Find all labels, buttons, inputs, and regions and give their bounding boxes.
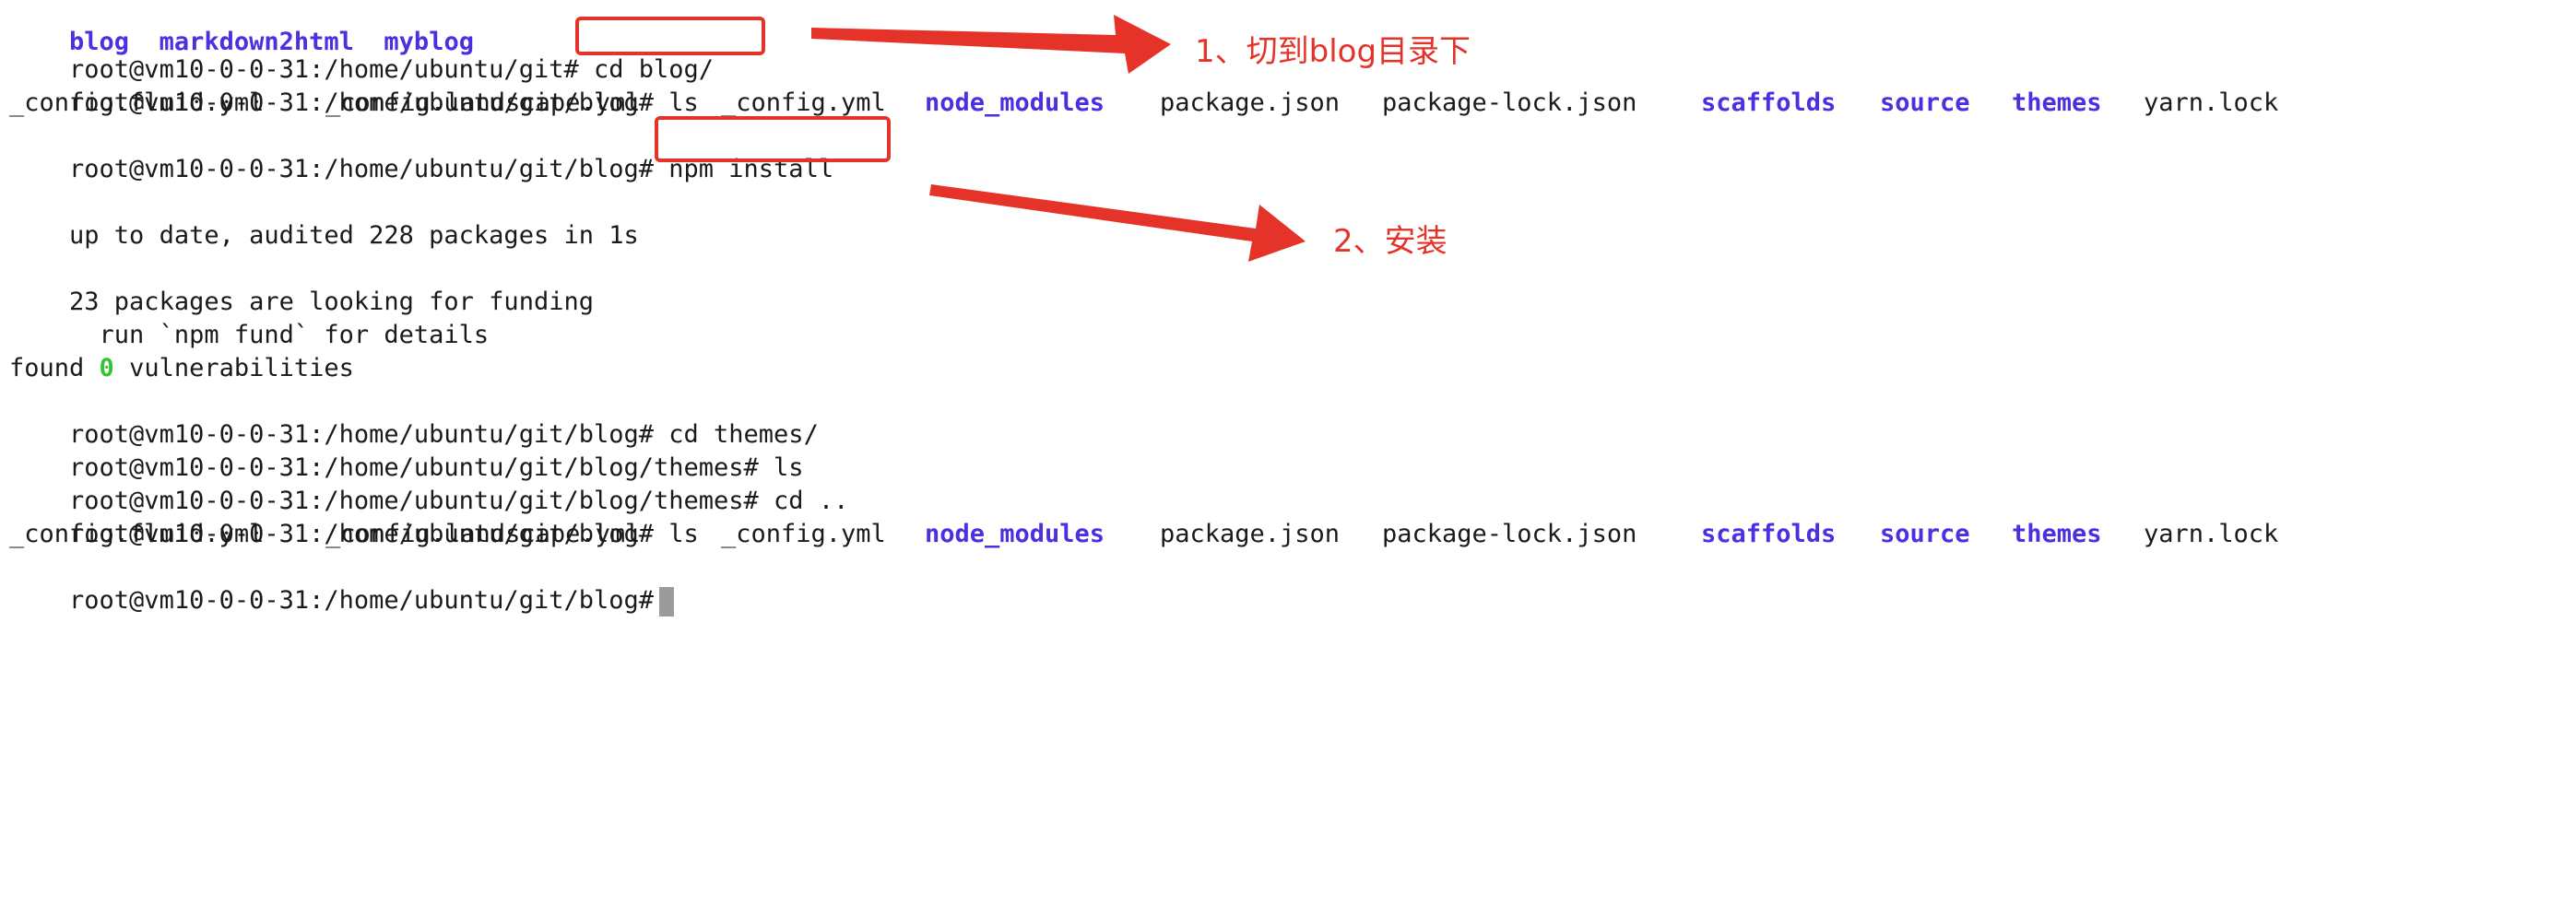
file-entry: _config.yml <box>721 88 886 117</box>
output-text: run `npm fund` for details <box>69 321 490 349</box>
dir-entry-myblog: myblog <box>384 28 474 56</box>
command-text: ls <box>668 520 699 548</box>
file-entry: yarn.lock <box>2144 88 2279 117</box>
dir-entry: themes <box>2012 88 2102 117</box>
file-entry: package-lock.json <box>1382 88 1637 117</box>
output-text: up to date, audited 228 packages in 1s <box>69 221 639 250</box>
prompt: root@vm10-0-0-31:/home/ubuntu/git/blog/t… <box>69 453 759 482</box>
file-entry: package.json <box>1160 520 1341 548</box>
file-entry: package.json <box>1160 88 1341 117</box>
dir-entry: node_modules <box>925 520 1105 548</box>
highlight-box-cd-blog <box>575 17 765 55</box>
terminal-line-ls-output-1: _config.fluid.yml _config.landscape.yml … <box>9 87 2314 120</box>
terminal-line-cd-up: root@vm10-0-0-31:/home/ubuntu/git/blog/t… <box>9 452 848 515</box>
prompt: root@vm10-0-0-31:/home/ubuntu/git/blog# <box>69 155 654 183</box>
prompt: root@vm10-0-0-31:/home/ubuntu/git/blog# <box>69 520 654 548</box>
prompt: root@vm10-0-0-31:/home/ubuntu/git/blog# <box>69 420 654 449</box>
command-text: ls <box>774 453 804 482</box>
arrow-step1-icon <box>811 15 1171 74</box>
dir-entry: node_modules <box>925 88 1105 117</box>
prompt: root@vm10-0-0-31:/home/ubuntu/git/blog# <box>69 88 654 117</box>
command-text: cd themes/ <box>668 420 819 449</box>
dir-entry: scaffolds <box>1701 520 1837 548</box>
file-entry: yarn.lock <box>2144 520 2279 548</box>
output-text: 23 packages are looking for funding <box>69 288 594 316</box>
file-entry: _config.landscape.yml <box>325 88 641 117</box>
terminal-line-ls-output-2: _config.fluid.yml _config.landscape.yml … <box>9 518 2314 551</box>
vulnerability-count: 0 <box>99 354 114 382</box>
command-text: ls <box>668 88 699 117</box>
file-entry: _config.landscape.yml <box>325 520 641 548</box>
arrow-step2-icon <box>929 184 1306 262</box>
output-text: found <box>9 354 100 382</box>
output-text: vulnerabilities <box>113 354 354 382</box>
file-entry: _config.fluid.yml <box>9 88 265 117</box>
terminal-line-vulnerabilities: found 0 vulnerabilities <box>9 352 354 385</box>
annotation-step2: 2、安装 <box>1333 223 1448 260</box>
file-entry: _config.yml <box>721 520 886 548</box>
command-text: cd blog/ <box>593 55 715 84</box>
terminal-line-cd-blog: root@vm10-0-0-31:/home/ubuntu/git# cd bl… <box>9 20 714 84</box>
highlight-box-npm-install <box>655 116 891 162</box>
command-text: cd .. <box>774 487 849 515</box>
terminal-line-ls-1: root@vm10-0-0-31:/home/ubuntu/git/blog# … <box>9 53 699 117</box>
file-entry: package-lock.json <box>1382 520 1637 548</box>
terminal-line-ls-2: root@vm10-0-0-31:/home/ubuntu/git/blog# … <box>9 485 699 548</box>
terminal-line-themes-ls: root@vm10-0-0-31:/home/ubuntu/git/blog/t… <box>9 418 804 482</box>
dir-entry-blog: blog <box>69 28 130 56</box>
prompt: root@vm10-0-0-31:/home/ubuntu/git# <box>69 55 579 84</box>
terminal-line-dirs: blog markdown2html myblog <box>9 0 474 56</box>
dir-entry: source <box>1880 88 1970 117</box>
annotation-step1: 1、切到blog目录下 <box>1195 33 1471 70</box>
terminal-line-npm-output: up to date, audited 228 packages in 1s <box>9 186 639 250</box>
annotation-arrows <box>811 15 1306 262</box>
prompt: root@vm10-0-0-31:/home/ubuntu/git/blog/t… <box>69 487 759 515</box>
terminal-line-fund-details: run `npm fund` for details <box>9 286 490 349</box>
terminal-line-funding: 23 packages are looking for funding <box>9 252 594 316</box>
dir-entry: source <box>1880 520 1970 548</box>
dir-entry-markdown2html: markdown2html <box>159 28 354 56</box>
file-entry: _config.fluid.yml <box>9 520 265 548</box>
terminal-window[interactable]: blog markdown2html myblog root@vm10-0-0-… <box>0 0 2576 617</box>
dir-entry: scaffolds <box>1701 88 1837 117</box>
dir-entry: themes <box>2012 520 2102 548</box>
terminal-line-cd-themes: root@vm10-0-0-31:/home/ubuntu/git/blog# … <box>9 385 819 449</box>
